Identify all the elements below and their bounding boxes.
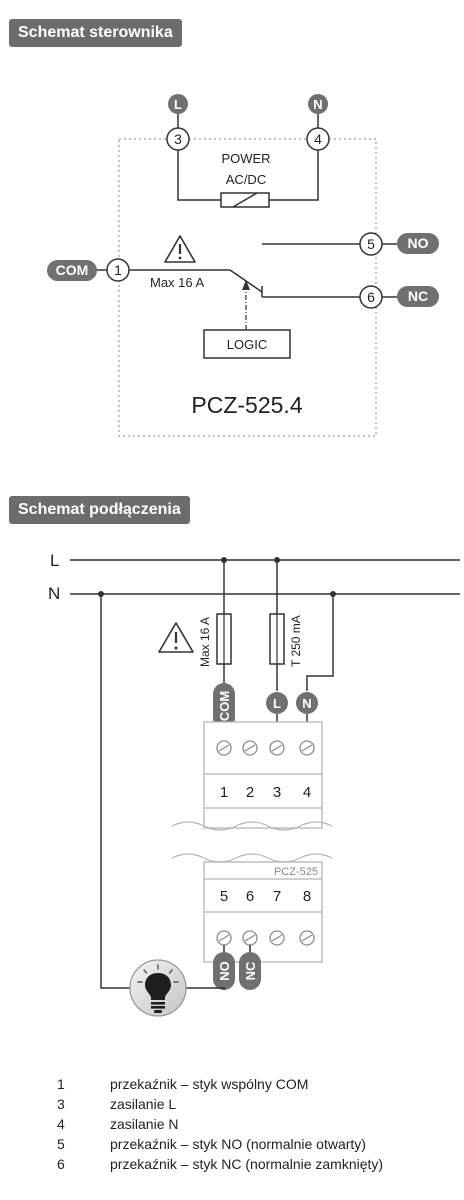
terminal-number-7: 7 xyxy=(273,888,281,905)
n-wire-label: N xyxy=(302,696,311,711)
no-tag xyxy=(397,233,439,254)
legend-number: 3 xyxy=(57,1096,65,1112)
connection-schematic-header: Schemat podłączenia xyxy=(9,496,190,524)
warning-icon-2 xyxy=(158,622,194,653)
controller-schematic: L 3 N 4 POWER AC/DC COM 1 Max 16 A xyxy=(47,94,439,437)
com-wire-label: COM xyxy=(217,691,232,721)
light-bulb-icon xyxy=(129,959,187,1017)
legend-text: zasilanie L xyxy=(110,1096,177,1112)
line-l-label: L xyxy=(50,551,59,570)
legend-number: 1 xyxy=(57,1076,65,1092)
terminal-number-4: 4 xyxy=(303,784,311,801)
nc-tag xyxy=(397,286,439,307)
terminal-number-1: 1 xyxy=(220,784,228,801)
model-label: PCZ-525.4 xyxy=(191,392,302,418)
legend-text: zasilanie N xyxy=(110,1116,179,1132)
legend-text: przekaźnik – styk NC (normalnie zamknięt… xyxy=(110,1156,384,1172)
nc-tag-label: NC xyxy=(408,288,428,304)
logic-label: LOGIC xyxy=(227,337,267,352)
legend-number: 4 xyxy=(57,1116,65,1132)
terminal-number-2: 2 xyxy=(246,784,254,801)
connection-schematic: L N Max 16 A T 250 mA COM L xyxy=(48,551,460,1017)
fuse-16a-label: Max 16 A xyxy=(198,617,212,667)
pin-4-label: 4 xyxy=(314,131,322,147)
terminal-number-3: 3 xyxy=(273,784,281,801)
terminal-l-label: L xyxy=(174,97,182,112)
no-tag-label: NO xyxy=(408,235,429,251)
l-wire-tag xyxy=(266,692,288,714)
nc-wire-tag xyxy=(239,952,261,990)
device-body-bottom: PCZ-525 5 6 7 8 xyxy=(171,853,333,963)
com-tag-label: COM xyxy=(56,262,89,278)
terminal-legend: 1 przekaźnik – styk wspólny COM 3 zasilani… xyxy=(57,1074,383,1174)
pin-5-label: 5 xyxy=(367,236,375,252)
warning-icon xyxy=(164,235,196,263)
n-wire-tag xyxy=(296,692,318,714)
controller-schematic-header: Schemat sterownika xyxy=(9,19,182,47)
pin-3-label: 3 xyxy=(174,131,182,147)
power-label: POWER xyxy=(221,151,270,166)
no-wire-label: NO xyxy=(217,961,232,981)
terminal-number-8: 8 xyxy=(303,888,311,905)
terminal-number-5: 5 xyxy=(220,888,228,905)
com-tag xyxy=(47,260,97,281)
legend-row: 6 przekaźnik – styk NC (normalnie zamknię… xyxy=(57,1154,383,1174)
legend-text: przekaźnik – styk wspólny COM xyxy=(110,1076,309,1092)
legend-number: 6 xyxy=(57,1156,65,1172)
power-type-label: AC/DC xyxy=(226,172,266,187)
pin-6-label: 6 xyxy=(367,289,375,305)
device-model-small: PCZ-525 xyxy=(274,866,318,878)
terminal-number-6: 6 xyxy=(246,888,254,905)
device-body-top: 1 2 3 4 xyxy=(171,721,333,831)
legend-number: 5 xyxy=(57,1136,65,1152)
line-n-label: N xyxy=(48,584,60,603)
max-current-label: Max 16 A xyxy=(150,275,205,290)
fuse-250ma-label: T 250 mA xyxy=(289,615,303,667)
l-wire-label: L xyxy=(273,696,281,711)
terminal-n-badge xyxy=(308,94,328,114)
no-wire-tag xyxy=(213,952,235,990)
com-wire-tag xyxy=(213,683,235,729)
legend-row: 5 przekaźnik – styk NO (normalnie otwarty… xyxy=(57,1134,383,1154)
terminal-n-label: N xyxy=(313,97,322,112)
legend-row: 1 przekaźnik – styk wspólny COM xyxy=(57,1074,383,1094)
terminal-l-badge xyxy=(168,94,188,114)
legend-text: przekaźnik – styk NO (normalnie otwarty) xyxy=(110,1136,366,1152)
nc-wire-label: NC xyxy=(243,961,258,980)
pin-1-label: 1 xyxy=(114,262,122,278)
logic-block xyxy=(203,329,291,359)
legend-row: 4 zasilanie N xyxy=(57,1114,383,1134)
legend-row: 3 zasilanie L xyxy=(57,1094,383,1114)
